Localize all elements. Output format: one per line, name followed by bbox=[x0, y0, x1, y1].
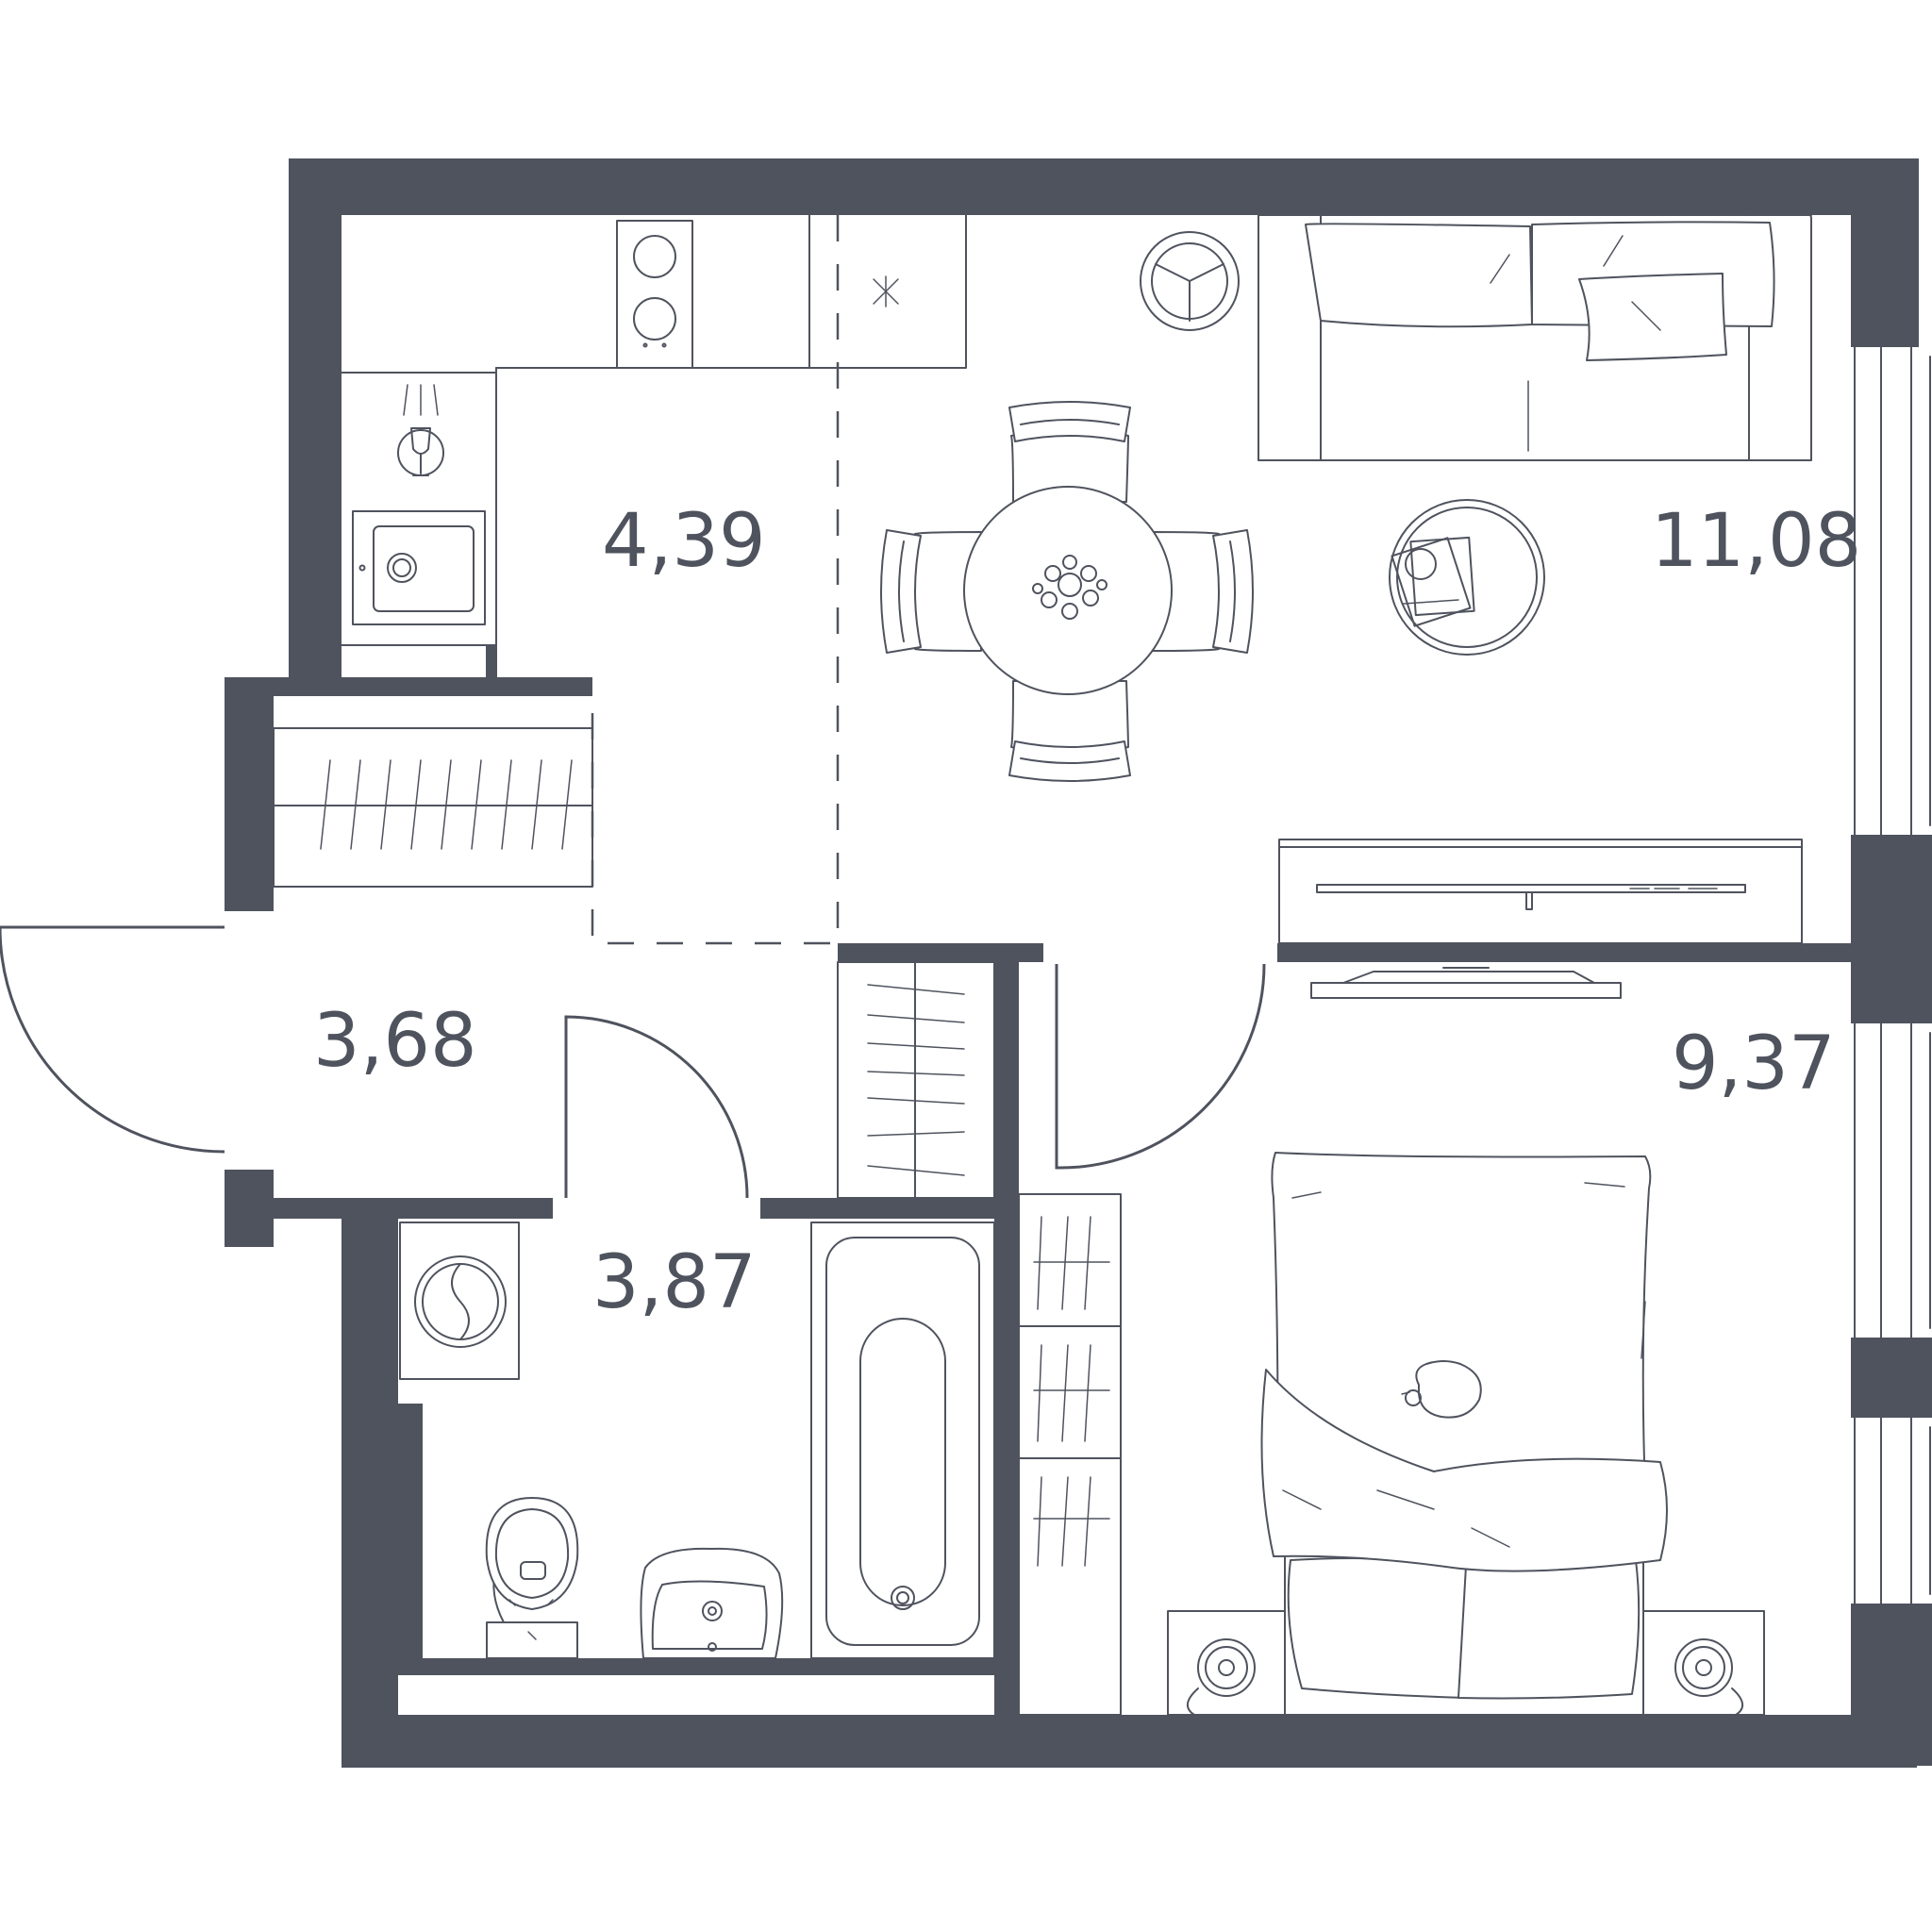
hall-closet bbox=[837, 961, 995, 1199]
dishwasher-wineglass-icon bbox=[397, 384, 444, 476]
bathtub bbox=[810, 1222, 995, 1659]
kitchen-counter bbox=[341, 214, 967, 646]
living-area-label: 11,08 bbox=[1651, 499, 1861, 584]
entrance-door bbox=[0, 925, 225, 1154]
washing-machine bbox=[399, 1222, 520, 1380]
plant-icon bbox=[1032, 555, 1108, 620]
hall-wardrobe bbox=[273, 727, 593, 888]
window-bedroom-2 bbox=[1854, 1417, 1931, 1604]
dining-table bbox=[880, 401, 1254, 782]
kitchen-sink bbox=[352, 510, 486, 625]
bathroom-area-label: 3,87 bbox=[592, 1240, 757, 1325]
coffee-table bbox=[1389, 499, 1545, 656]
bedroom-area-label: 9,37 bbox=[1672, 1022, 1836, 1106]
nightstand-right bbox=[1642, 1610, 1765, 1716]
walls bbox=[225, 158, 1932, 1768]
window-bedroom-1 bbox=[1854, 1022, 1931, 1338]
toilet bbox=[485, 1497, 579, 1659]
window-living bbox=[1854, 346, 1931, 836]
floor-lamp bbox=[1140, 231, 1240, 331]
cooktop bbox=[616, 220, 693, 369]
cat-icon bbox=[1401, 1360, 1482, 1419]
doors bbox=[0, 925, 1266, 1199]
bathroom-door bbox=[564, 1015, 749, 1199]
bedroom-door bbox=[1055, 963, 1266, 1170]
hallway-area-label: 3,68 bbox=[313, 999, 477, 1084]
nightstand-left bbox=[1167, 1610, 1286, 1716]
bedroom-tv bbox=[1310, 967, 1622, 999]
fridge-snowflake-icon bbox=[873, 275, 899, 307]
tv-stand bbox=[1278, 839, 1803, 944]
bedroom-wardrobe bbox=[1018, 1193, 1122, 1716]
kitchen-area-label: 4,39 bbox=[602, 499, 766, 584]
bed bbox=[1260, 1152, 1668, 1716]
sofa bbox=[1257, 214, 1812, 461]
windows bbox=[1854, 346, 1931, 1604]
washbasin bbox=[640, 1547, 784, 1659]
